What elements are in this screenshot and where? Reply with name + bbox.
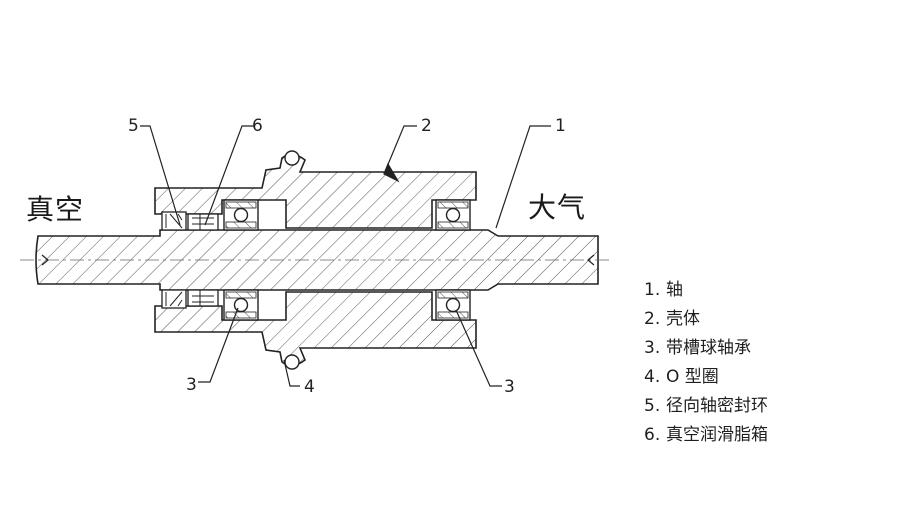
legend-number: 1. — [644, 280, 661, 300]
radial-shaft-seal-top — [161, 211, 187, 231]
legend-text: 轴 — [666, 280, 683, 300]
bearing-left-top — [223, 199, 259, 231]
legend-number: 5. — [644, 396, 661, 416]
callout-3-left: 3 — [186, 375, 197, 395]
legend-number: 4. — [644, 367, 661, 387]
callout-1: 1 — [555, 116, 566, 136]
legend-number: 2. — [644, 309, 661, 329]
atmosphere-side-label: 大气 — [528, 191, 587, 224]
legend-item: 6.真空润滑脂箱 — [644, 421, 768, 450]
vacuum-side-label: 真空 — [26, 193, 85, 226]
grease-reservoir-top — [187, 213, 219, 231]
callout-2: 2 — [421, 116, 432, 136]
legend-number: 3. — [644, 338, 661, 358]
callout-4: 4 — [304, 377, 315, 397]
bearing-right-top — [435, 199, 471, 231]
legend-item: 3.带槽球轴承 — [644, 334, 768, 363]
legend-text: 带槽球轴承 — [666, 338, 751, 358]
radial-shaft-seal-bottom — [161, 289, 187, 309]
legend-item: 2.壳体 — [644, 305, 768, 334]
bearing-left-bottom — [223, 289, 259, 321]
legend-number: 6. — [644, 425, 661, 445]
legend-text: 真空润滑脂箱 — [666, 425, 768, 445]
callout-5: 5 — [128, 116, 139, 136]
o-ring — [284, 150, 300, 370]
callout-3-right: 3 — [504, 377, 515, 397]
legend-item: 4.O 型圈 — [644, 363, 768, 392]
grease-reservoir-bottom — [187, 289, 219, 307]
shaft — [20, 229, 612, 291]
housing — [154, 153, 477, 367]
parts-legend: 1.轴 2.壳体 3.带槽球轴承 4.O 型圈 5.径向轴密封环 6.真空润滑脂… — [644, 276, 768, 450]
legend-text: 径向轴密封环 — [666, 396, 768, 416]
bearing-right-bottom — [435, 289, 471, 321]
callout-numbers: 1 2 5 6 3 4 3 — [128, 116, 566, 397]
legend-item: 1.轴 — [644, 276, 768, 305]
legend-item: 5.径向轴密封环 — [644, 392, 768, 421]
leader-lines — [140, 125, 551, 387]
legend-text: 壳体 — [666, 309, 700, 329]
legend-text: O 型圈 — [666, 367, 719, 387]
callout-6: 6 — [252, 116, 263, 136]
